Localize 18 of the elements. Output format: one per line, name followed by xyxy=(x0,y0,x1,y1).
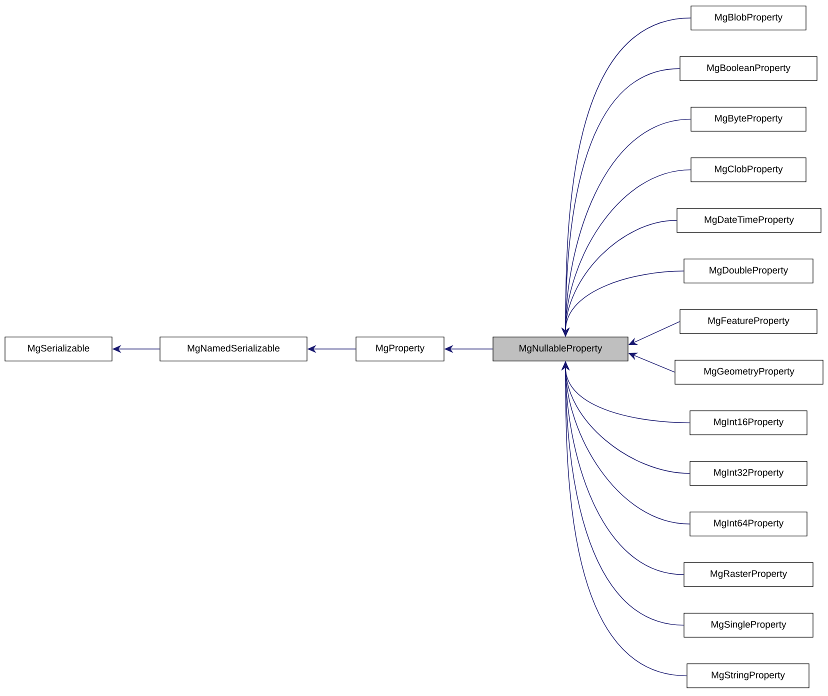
class-box: MgGeometryProperty xyxy=(674,360,824,384)
class-box: MgInt64Property xyxy=(690,512,808,536)
class-box: MgSerializable xyxy=(4,336,112,362)
class-box: MgStringProperty xyxy=(686,664,810,688)
class-box: MgFeatureProperty xyxy=(680,309,818,334)
class-box: MgBooleanProperty xyxy=(680,56,818,81)
class-box: MgDateTimeProperty xyxy=(676,208,822,233)
class-box: MgInt32Property xyxy=(690,461,808,486)
class-box: MgInt16Property xyxy=(690,410,808,436)
class-box: MgClobProperty xyxy=(690,158,806,182)
class-box: MgRasterProperty xyxy=(684,562,814,587)
class-box: MgByteProperty xyxy=(690,106,806,132)
class-box: MgProperty xyxy=(356,336,444,362)
class-box: MgNullableProperty xyxy=(492,336,628,362)
class-box: MgNamedSerializable xyxy=(160,336,308,362)
class-box: MgDoubleProperty xyxy=(684,258,814,284)
class-box: MgSingleProperty xyxy=(684,612,814,638)
class-box: MgBlobProperty xyxy=(690,6,806,30)
